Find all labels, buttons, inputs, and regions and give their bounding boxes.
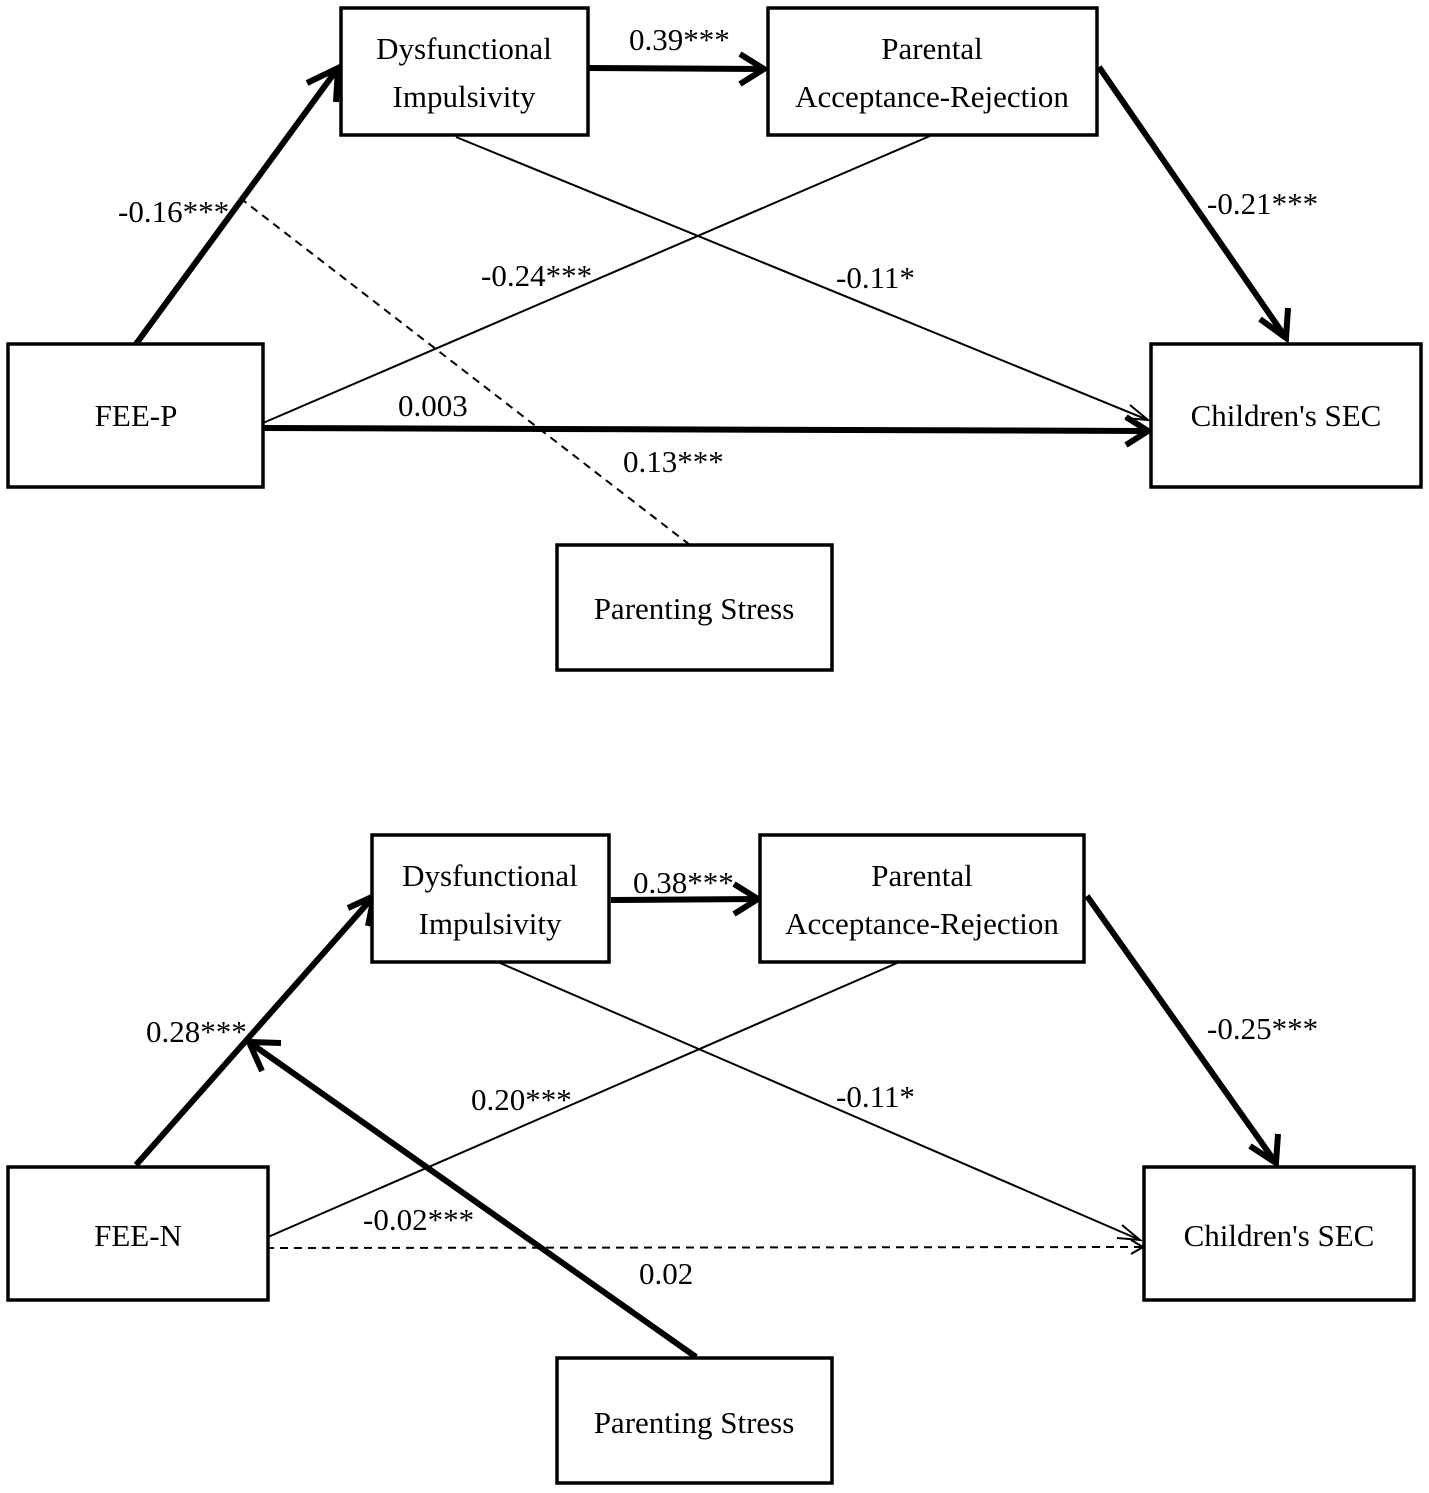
node-stress-box [555, 543, 834, 672]
node-fee-label: FEE-P [95, 398, 178, 433]
node-parental-label-2: Acceptance-Rejection [795, 79, 1069, 114]
node-sec-box [1142, 1165, 1416, 1302]
coef-fee-to-impulsivity: -0.16*** [118, 194, 229, 229]
node-parental-label-1: Parental [871, 858, 973, 893]
coef-fee-to-sec: -0.02*** [363, 1202, 474, 1237]
coef-impulsivity-to-sec: -0.11* [836, 1079, 915, 1114]
coef-impulsivity-to-parental: 0.39*** [629, 22, 730, 57]
arrowhead-parental-to-sec [1248, 1133, 1281, 1169]
coef-fee-to-parental: -0.24*** [481, 258, 592, 293]
coef-parental-to-sec: -0.25*** [1207, 1011, 1318, 1046]
node-impulsivity-box [370, 833, 611, 964]
node-impulsivity-label-1: Dysfunctional [376, 31, 552, 66]
coef-fee-to-sec: 0.003 [398, 388, 468, 423]
coef-impulsivity-to-parental: 0.38*** [633, 865, 734, 900]
node-impulsivity-box [339, 6, 590, 137]
path-fee-to-parental [267, 962, 898, 1238]
node-fee-box [6, 1165, 270, 1302]
arrowhead-impulsivity-to-sec [1116, 1224, 1144, 1242]
node-fee-box [6, 342, 265, 489]
coef-stress-interaction: 0.13*** [623, 444, 724, 479]
arrowhead-fee-to-impulsivity [305, 63, 342, 103]
path-impulsivity-to-parental [610, 896, 759, 903]
node-parental-box [758, 833, 1086, 964]
arrowhead-impulsivity-to-parental [732, 881, 764, 917]
node-sec-label: Children's SEC [1191, 398, 1382, 433]
node-stress-label: Parenting Stress [594, 1405, 795, 1440]
path-fee-to-sec [262, 425, 1149, 434]
node-stress-label: Parenting Stress [594, 591, 795, 626]
path-parental-to-sec [1084, 894, 1279, 1165]
path-fee-to-impulsivity [133, 66, 341, 346]
node-sec-label: Children's SEC [1184, 1218, 1375, 1253]
node-sec-box [1149, 342, 1423, 489]
path-stress-moderation [247, 1039, 698, 1360]
node-impulsivity-label-2: Impulsivity [393, 79, 536, 114]
coef-impulsivity-to-sec: -0.11* [836, 260, 915, 295]
panel-b: FEE-N Dysfunctional Impulsivity Parental… [6, 833, 1416, 1485]
coef-fee-to-parental: 0.20*** [471, 1082, 572, 1117]
path-impulsivity-to-sec [455, 136, 1149, 421]
path-fee-to-sec [265, 1246, 1144, 1249]
path-fee-to-impulsivity [133, 894, 377, 1167]
coef-stress-interaction: 0.02 [639, 1256, 693, 1291]
path-impulsivity-to-sec [499, 962, 1141, 1241]
arrowhead-fee-to-sec [1124, 414, 1154, 448]
path-stress-moderation [239, 197, 691, 546]
node-stress-box [555, 1356, 834, 1485]
arrowhead-parental-to-sec [1258, 307, 1291, 344]
arrowhead-impulsivity-to-parental [738, 51, 770, 87]
node-parental-label-1: Parental [881, 31, 983, 66]
node-parental-label-2: Acceptance-Rejection [785, 906, 1059, 941]
path-parental-to-sec [1096, 65, 1289, 340]
path-impulsivity-to-parental [587, 65, 765, 72]
node-impulsivity-label-2: Impulsivity [419, 906, 562, 941]
panel-a: FEE-P Dysfunctional Impulsivity Parental… [6, 6, 1423, 672]
node-impulsivity-label-1: Dysfunctional [402, 858, 578, 893]
node-parental-box [766, 6, 1099, 137]
coef-parental-to-sec: -0.21*** [1207, 186, 1318, 221]
coef-fee-to-impulsivity: 0.28*** [146, 1014, 247, 1049]
node-fee-label: FEE-N [94, 1218, 182, 1253]
path-fee-to-parental [262, 135, 931, 424]
arrowhead-stress-moderation [244, 1038, 282, 1073]
